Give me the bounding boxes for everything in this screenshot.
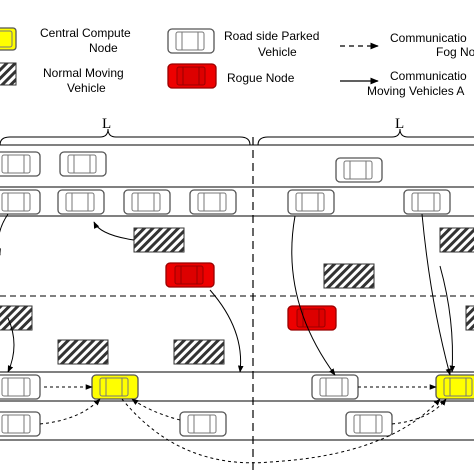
legend-parked-icon — [167, 28, 215, 54]
parked-vehicles — [0, 151, 451, 437]
segment-brace-right — [257, 128, 474, 146]
segment-brace-left — [0, 128, 251, 146]
legend-parked-label-1: Road side Parked — [224, 29, 319, 43]
legend-central-compute-label-2: Node — [89, 41, 118, 55]
legend-rogue-label: Rogue Node — [227, 71, 295, 85]
legend-comm-fog-label-1: Communicatio — [390, 31, 467, 45]
legend-rogue-icon — [167, 63, 217, 89]
central-compute-nodes — [91, 374, 474, 400]
legend-central-compute-label-1: Central Compute — [40, 26, 131, 40]
legend-comm-fog-label-2: Fog No — [436, 45, 474, 59]
segment-label-left: L — [102, 116, 111, 132]
legend-normal-moving-label-1: Normal Moving — [43, 66, 124, 80]
legend-comm-moving-label-1: Communicatio — [390, 69, 467, 83]
legend-normal-moving-icon — [0, 62, 17, 86]
legend-central-compute-icon — [0, 27, 17, 51]
legend: Central Compute Node Normal Moving Vehic… — [0, 26, 474, 98]
segment-label-right: L — [395, 116, 404, 132]
legend-parked-label-2: Vehicle — [258, 45, 297, 59]
legend-comm-moving-label-2: Moving Vehicles A — [367, 84, 464, 98]
communication-arrows — [0, 213, 456, 464]
legend-normal-moving-label-2: Vehicle — [67, 81, 106, 95]
road-lines — [0, 144, 474, 441]
